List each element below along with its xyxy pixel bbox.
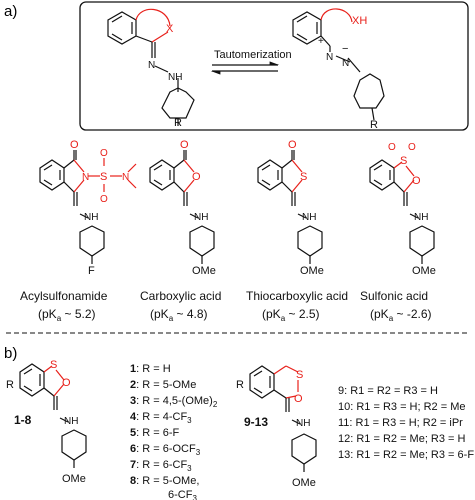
- pka-sulfonic: (pKa ~ -2.6): [370, 307, 432, 323]
- nh-atom-acyl: NH: [84, 212, 98, 223]
- list1-row-6: 6: R = 6-OCF3: [130, 443, 201, 457]
- acylsulfonamide-structure: [39, 150, 137, 264]
- panel-a-letter: a): [4, 3, 17, 20]
- minus-charge: −: [342, 43, 348, 55]
- n-atom-right-2: N: [342, 58, 349, 69]
- pka-acylsulfonamide: (pKa ~ 5.2): [38, 307, 96, 323]
- compound-name-carboxylic: Carboxylic acid: [140, 289, 221, 303]
- substituent-ome-series1: OMe: [62, 473, 86, 485]
- s-atom-acyl: S: [100, 171, 107, 183]
- series-1-8-structure: [19, 363, 87, 468]
- tautomer-left-structure: [107, 8, 195, 126]
- so-atom-sulfonic-2: O: [408, 142, 416, 153]
- n-atom-left: N: [148, 60, 155, 71]
- carboxylic-acid-structure: [149, 150, 215, 264]
- list1-row-2: 2: R = 5-OMe: [130, 379, 196, 391]
- list2-row-9: 9: R1 = R2 = R3 = H: [338, 385, 438, 397]
- so-atom-sulfonic-1: O: [388, 142, 396, 153]
- r3-label-series2: R: [236, 379, 244, 391]
- compound-list-9-13: 9: R1 = R2 = R3 = H 10: R1 = R3 = H; R2 …: [338, 385, 474, 461]
- nh-atom-series1: NH: [64, 416, 78, 427]
- n-atom-acyl: N: [82, 172, 89, 183]
- s-atom-sulfonic: S: [400, 155, 407, 167]
- substituent-ome-sulfonic: OMe: [412, 265, 436, 277]
- o-atom-acyl: O: [70, 139, 79, 151]
- compound-name-acylsulfonamide: Acylsulfonamide: [20, 289, 108, 303]
- list1-row-4: 4: R = 4-CF3: [130, 411, 192, 425]
- tautomer-box: [79, 1, 469, 131]
- s-atom-series2: S: [296, 369, 303, 381]
- list2-row-12: 12: R1 = R2 = Me; R3 = H: [338, 433, 466, 445]
- list1-row-1: 1: R = H: [130, 363, 171, 375]
- list1-row-8b: 6-CF3: [168, 489, 197, 500]
- so-atom-acyl-2: O: [100, 194, 108, 205]
- o-atom-series1: O: [62, 377, 71, 389]
- nh-atom-series2: NH: [296, 418, 310, 429]
- ring-atom-xh: XH: [352, 15, 367, 27]
- panel-b-letter: b): [4, 345, 17, 362]
- substituent-ome-series2: OMe: [292, 477, 316, 489]
- thiocarboxylic-acid-structure: [257, 150, 323, 264]
- r-label-series1: R: [6, 379, 14, 391]
- substituent-ome-carboxyl: OMe: [192, 265, 216, 277]
- series-9-13-structure: [249, 365, 317, 472]
- tautomerization-label: Tautomerization: [214, 49, 292, 61]
- sulfonic-acid-structure: [369, 159, 435, 264]
- list1-row-5: 5: R = 6-F: [130, 427, 179, 439]
- nh-atom-sulfonic: NH: [414, 212, 428, 223]
- r-label-right: R: [370, 119, 378, 131]
- list2-row-11: 11: R1 = R3 = H; R2 = iPr: [338, 417, 463, 429]
- substituent-ome-thio: OMe: [300, 265, 324, 277]
- list1-row-3: 3: R = 4,5-(OMe)2: [130, 395, 218, 409]
- n-atom-acyl-2: N: [122, 172, 129, 183]
- pka-thiocarboxylic: (pKa ~ 2.5): [262, 307, 320, 323]
- plus-charge: +: [318, 36, 324, 47]
- r-label-left: R: [174, 117, 182, 129]
- list1-row-8: 8: R = 5-OMe,: [130, 475, 199, 487]
- s-atom-series1: S: [50, 359, 57, 371]
- compound-list-1-8: 1: R = H 2: R = 5-OMe 3: R = 4,5-(OMe)2 …: [130, 363, 218, 500]
- ring-atom-x: X: [166, 23, 174, 35]
- nh-atom-carboxyl: NH: [194, 212, 208, 223]
- nh-atom-left: NH: [168, 72, 182, 83]
- ring-o-carboxyl: O: [192, 171, 201, 183]
- n-atom-right-1: N: [326, 52, 333, 63]
- substituent-f: F: [88, 265, 95, 277]
- list2-row-13: 13: R1 = R2 = Me; R3 = 6-F: [338, 449, 474, 461]
- series1-label: 1-8: [14, 413, 32, 427]
- o-atom-thio: O: [288, 139, 297, 151]
- compound-name-sulfonic: Sulfonic acid: [360, 289, 428, 303]
- s-atom-thio: S: [300, 171, 307, 183]
- o-atom-series2: O: [294, 393, 303, 405]
- list2-row-10: 10: R1 = R3 = H; R2 = Me: [338, 401, 465, 413]
- o-atom-carboxyl: O: [180, 139, 189, 151]
- compound-name-thiocarboxylic: Thiocarboxylic acid: [246, 289, 348, 303]
- so-atom-acyl-1: O: [100, 148, 108, 159]
- nh-atom-thio: NH: [302, 212, 316, 223]
- ring-o-sulfonic: O: [412, 175, 421, 187]
- pka-carboxylic: (pKa ~ 4.8): [150, 307, 208, 323]
- list1-row-7: 7: R = 6-CF3: [130, 459, 192, 473]
- tautomer-right-structure: [292, 8, 385, 121]
- series2-label: 9-13: [244, 415, 268, 429]
